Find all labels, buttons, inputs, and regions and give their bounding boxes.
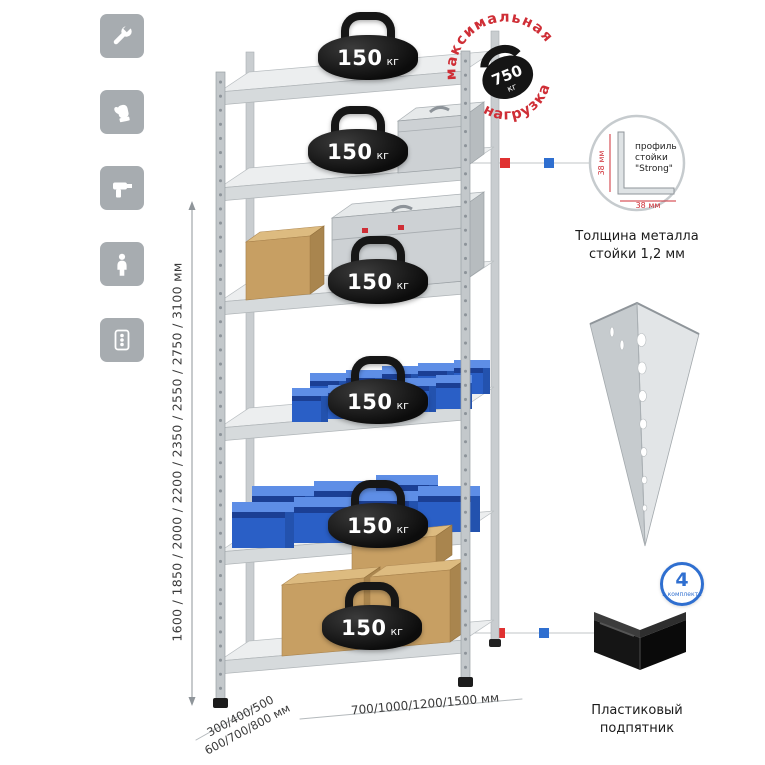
height-options-label: 1600 / 1850 / 2000 / 2200 / 2350 / 2550 …	[169, 262, 185, 642]
load-unit: кг	[390, 624, 403, 638]
person-icon	[100, 242, 144, 286]
dimension-line-depth	[195, 704, 259, 741]
angle-post-detail	[589, 301, 700, 547]
post-front-left	[213, 71, 228, 708]
kettlebell-handle	[351, 356, 405, 388]
load-unit: кг	[396, 278, 409, 292]
profile-dim-side: 38 мм	[597, 151, 606, 176]
dimension-line-height	[188, 201, 196, 706]
connector-red-square-top	[500, 158, 510, 168]
connector-blue-square-bottom	[539, 628, 549, 638]
profile-label-1: профиль	[635, 142, 677, 152]
wrench-icon	[100, 14, 144, 58]
foot-caption-line1: Пластиковый	[591, 703, 683, 718]
included-count-caption: в комплекте	[662, 590, 702, 598]
cardboard-box-shelf3	[244, 225, 326, 301]
profile-label-3: "Strong"	[635, 164, 673, 174]
load-unit: кг	[376, 148, 389, 162]
plastic-foot-detail	[594, 612, 686, 670]
profile-caption: Толщина металла стойки 1,2 мм	[562, 228, 712, 263]
kettlebell-handle	[331, 106, 385, 138]
kettlebell-handle	[351, 480, 405, 512]
gloves-icon	[100, 90, 144, 134]
dimension-line-width	[299, 698, 523, 720]
fasteners-icon	[100, 318, 144, 362]
load-unit: кг	[396, 398, 409, 412]
connector-blue-square-top	[544, 158, 554, 168]
stamp-load-unit: кг	[506, 82, 519, 95]
connector-red-square-bottom	[495, 628, 505, 638]
foot-caption-line2: подпятник	[599, 720, 675, 736]
included-count: 4	[675, 568, 689, 591]
post-back-left	[245, 51, 255, 663]
load-value: 150	[347, 269, 393, 294]
foot-caption: Пластиковый подпятник	[562, 702, 712, 737]
load-value: 150	[347, 513, 393, 538]
kettlebell-handle	[345, 582, 399, 614]
profile-caption-line2: стойки 1,2 мм	[589, 246, 685, 262]
profile-detail-circle: 38 мм 38 мм профиль стойки "Strong"	[588, 114, 686, 212]
post-front-right	[458, 50, 473, 687]
callout-connectors	[466, 158, 598, 638]
load-value: 150	[347, 389, 393, 414]
load-value: 150	[337, 45, 383, 70]
kettlebell-handle	[351, 236, 405, 268]
included-count-badge: 4 в комплекте	[660, 562, 704, 606]
drill-icon	[100, 166, 144, 210]
profile-caption-line1: Толщина металла	[575, 229, 699, 244]
profile-dim-bottom: 38 мм	[636, 201, 661, 210]
load-value: 150	[341, 615, 387, 640]
load-unit: кг	[386, 54, 399, 68]
load-unit: кг	[396, 522, 409, 536]
profile-label-2: стойки	[635, 153, 668, 163]
load-value: 150	[327, 139, 373, 164]
kettlebell-handle	[341, 12, 395, 44]
